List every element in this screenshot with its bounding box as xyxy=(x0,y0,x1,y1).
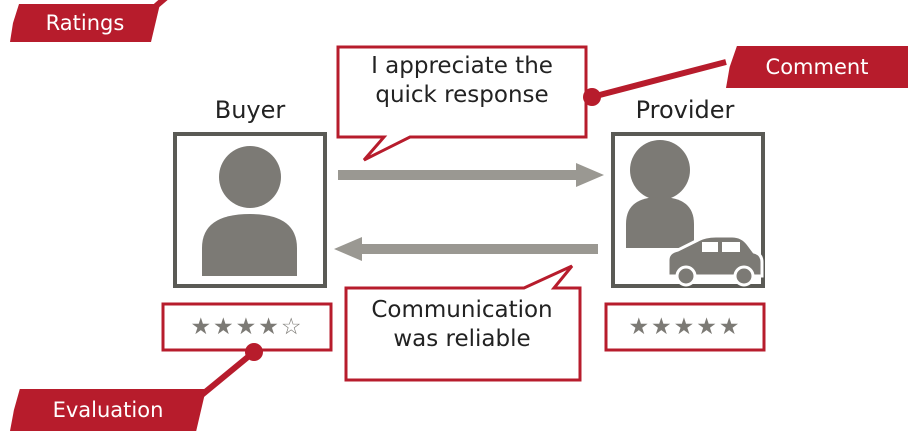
comment-tag-label: Comment xyxy=(765,54,869,79)
evaluation-tag: Evaluation xyxy=(10,389,206,431)
evaluation-tag-label: Evaluation xyxy=(52,397,164,422)
ratings-tag: Ratings xyxy=(10,4,160,42)
reply-bubble xyxy=(344,264,582,382)
evaluation-leader xyxy=(196,343,263,401)
comment-tag: Comment xyxy=(726,46,908,88)
comment-leader xyxy=(583,59,727,106)
buyer-person-icon xyxy=(202,146,297,276)
comment-line-1: I appreciate the xyxy=(371,53,553,79)
provider-person-icon xyxy=(626,140,694,248)
comment-bubble xyxy=(336,45,588,162)
arrow-right xyxy=(338,163,604,187)
reply-line-1: Communication xyxy=(371,297,553,323)
reply-line-2: was reliable xyxy=(393,326,531,352)
ratings-tag-label: Ratings xyxy=(45,10,125,35)
buyer-rating-box xyxy=(161,302,333,352)
reply-bubble-text: Communication was reliable xyxy=(346,296,578,354)
comment-bubble-text: I appreciate the quick response xyxy=(343,52,581,110)
arrow-left xyxy=(334,237,598,261)
buyer-label: Buyer xyxy=(214,96,286,124)
buyer-star-rating: ★★★★☆ xyxy=(190,314,304,340)
comment-line-2: quick response xyxy=(375,82,549,108)
provider-label: Provider xyxy=(635,96,735,124)
provider-star-rating: ★★★★★ xyxy=(628,314,742,340)
provider-rating-box xyxy=(604,302,766,352)
car-icon xyxy=(666,234,764,287)
